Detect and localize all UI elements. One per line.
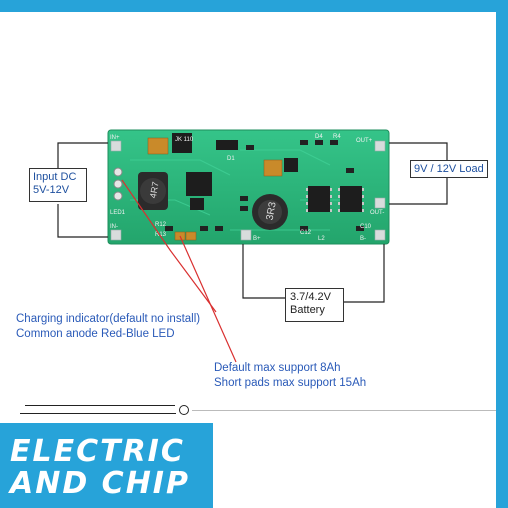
svg-text:4R7: 4R7 — [148, 181, 161, 199]
pad-out-minus — [374, 197, 386, 209]
led-hole-1 — [113, 167, 123, 177]
silk-out-minus: OUT- — [370, 210, 384, 216]
silk-r13: R13 — [155, 232, 167, 238]
cap-4 — [185, 231, 197, 241]
pad-out-plus — [374, 140, 386, 152]
ic-4 — [340, 186, 362, 212]
cap-1 — [147, 137, 169, 155]
load-label: 9V / 12V Load — [414, 163, 484, 175]
support-note-line2: Short pads max support 15Ah — [214, 377, 367, 389]
charging-note-line2: Common anode Red-Blue LED — [16, 328, 175, 340]
wire-battery-plus — [242, 244, 285, 299]
silk-d4: D4 — [315, 134, 323, 140]
decor-line-2 — [20, 413, 176, 414]
pad-in-minus — [110, 229, 122, 241]
pointer-support — [179, 235, 237, 363]
pad-b-plus — [240, 229, 252, 241]
ic-3 — [308, 186, 330, 212]
logo-line-1: ELECTRIC — [10, 434, 185, 469]
svg-text:3R3: 3R3 — [265, 201, 279, 221]
silk-in-plus: IN+ — [110, 135, 120, 141]
load-box: 9V / 12V Load — [410, 160, 488, 178]
battery-line1: 3.7/4.2V — [290, 291, 331, 303]
logo-line-2: AND CHIP — [10, 466, 190, 501]
input-dc-line1: Input DC — [33, 171, 77, 183]
pad-in-plus — [110, 140, 122, 152]
led-hole-3 — [113, 191, 123, 201]
decor-line-3 — [192, 410, 496, 411]
decor-circle-icon — [179, 405, 189, 415]
silk-led1: LED1 — [110, 210, 126, 216]
silk-r12: R12 — [155, 222, 167, 228]
ic-1 — [186, 172, 212, 196]
input-dc-box: Input DC 5V-12V — [29, 168, 87, 202]
silk-l2: L2 — [318, 236, 325, 242]
frame-right-bar — [496, 0, 508, 508]
silk-in-minus: IN- — [110, 224, 118, 230]
battery-box: 3.7/4.2V Battery — [285, 288, 344, 322]
support-note: Default max support 8Ah Short pads max s… — [214, 361, 366, 391]
support-note-line1: Default max support 8Ah — [214, 362, 341, 374]
transistor — [284, 158, 298, 172]
silk-c12: C12 — [300, 230, 312, 236]
wire-battery-minus — [344, 244, 385, 303]
decor-line-1 — [25, 405, 175, 406]
silk-b-plus: B+ — [253, 236, 261, 242]
silk-d1: D1 — [227, 156, 235, 162]
pad-b-minus — [374, 229, 386, 241]
wire-input-plus — [57, 142, 108, 168]
wire-input-minus — [57, 204, 108, 238]
pointer-charging — [121, 179, 217, 313]
cap-2 — [263, 159, 283, 177]
pcb-body — [107, 129, 390, 245]
silk-b-minus: B- — [360, 236, 366, 242]
ic-2 — [190, 198, 204, 210]
diode-d1 — [216, 140, 238, 150]
battery-line2: Battery — [290, 304, 325, 316]
input-dc-line2: 5V-12V — [33, 184, 70, 196]
charging-note-line1: Charging indicator(default no install) — [16, 313, 201, 325]
silk-out-plus: OUT+ — [356, 138, 373, 144]
ic-jk110 — [172, 133, 192, 153]
charging-indicator-note: Charging indicator(default no install) C… — [16, 312, 200, 342]
wire-load-minus — [389, 178, 448, 205]
frame-top-bar — [0, 0, 508, 12]
silk-r4: R4 — [333, 134, 341, 140]
brand-logo-panel: ELECTRIC AND CHIP — [0, 423, 213, 508]
led-hole-2 — [113, 179, 123, 189]
silk-c10: C10 — [360, 224, 372, 230]
silk-jk110: JK 110 — [175, 137, 194, 143]
wire-load-plus — [389, 142, 448, 160]
